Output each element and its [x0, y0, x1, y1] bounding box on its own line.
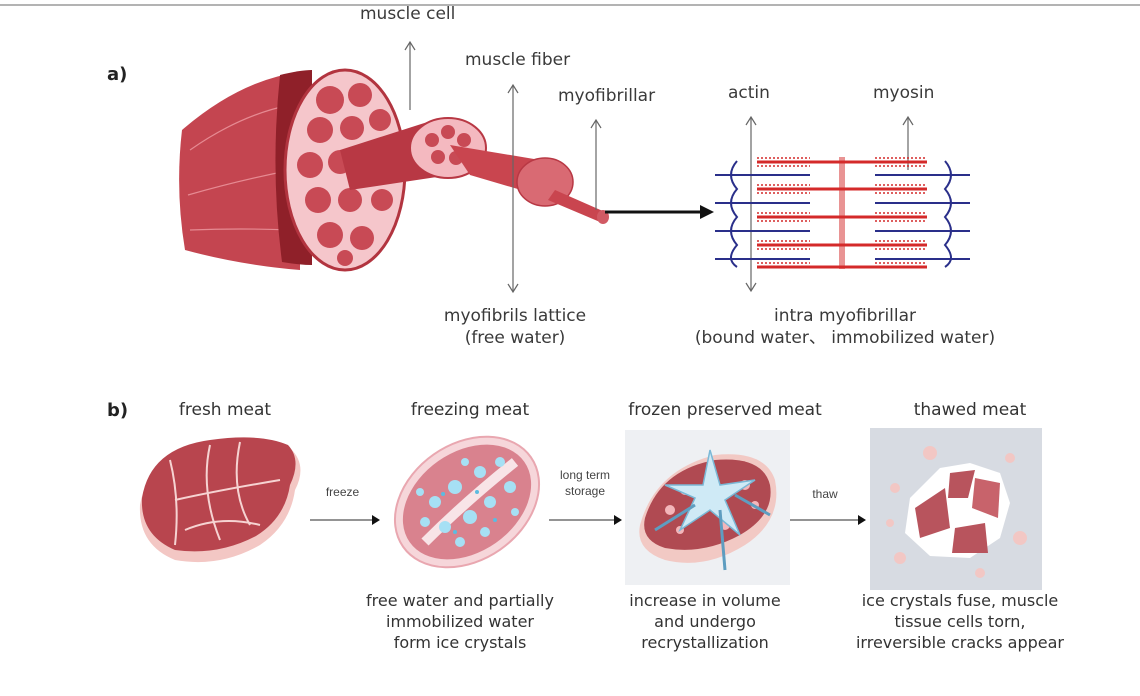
- label-myofibrils-lattice-line1: myofibrils lattice: [443, 306, 587, 326]
- thaw-arrowhead: [858, 515, 866, 525]
- thawed-meat-illustration: [870, 428, 1042, 590]
- caption-thawed-line2: tissue cells torn,: [894, 612, 1026, 631]
- storage-arrowhead: [614, 515, 622, 525]
- label-intra-myofibrillar-line1: intra myofibrillar: [773, 306, 917, 326]
- label-myosin: myosin: [873, 83, 935, 103]
- caption-frozen-line1: increase in volume: [629, 591, 781, 610]
- freezing-meat-illustration: [393, 435, 541, 569]
- caption-thawed-line1: ice crystals fuse, muscle: [861, 591, 1059, 610]
- storage-label-line2: storage: [564, 484, 606, 498]
- caption-frozen-line3: recrystallization: [641, 633, 769, 652]
- sarcomere-diagram: [715, 157, 970, 269]
- stage-title-frozen-preserved-meat: frozen preserved meat: [628, 400, 822, 420]
- panel-b-label: b): [107, 400, 129, 421]
- muscle-illustration: [179, 40, 914, 294]
- stage-title-fresh-meat: fresh meat: [178, 400, 272, 420]
- caption-frozen-line2: and undergo: [654, 612, 756, 631]
- muscle-sheath: [179, 72, 300, 270]
- caption-freezing-line1: free water and partially: [366, 591, 554, 610]
- label-actin: actin: [728, 83, 770, 103]
- transition-label-freeze: freeze: [305, 484, 380, 500]
- stage-title-thawed-meat: thawed meat: [913, 400, 1027, 420]
- caption-freezing-line2: immobilized water: [386, 612, 534, 631]
- label-muscle-fiber: muscle fiber: [465, 50, 571, 70]
- caption-freezing-line3: form ice crystals: [393, 633, 527, 652]
- caption-frozen-preserved-meat: increase in volume and undergo recrystal…: [600, 590, 810, 653]
- label-intra-myofibrillar-line2: (bound water、 immobilized water): [694, 328, 996, 348]
- label-myofibrils-lattice-line2: (free water): [464, 328, 566, 348]
- label-myofibrils-lattice: myofibrils lattice (free water): [430, 305, 600, 349]
- panel-a-label: a): [107, 64, 128, 85]
- transition-label-long-term-storage: long term storage: [545, 467, 625, 499]
- fresh-meat-illustration: [139, 437, 301, 563]
- caption-thawed-meat: ice crystals fuse, muscle tissue cells t…: [835, 590, 1085, 653]
- stage-title-freezing-meat: freezing meat: [410, 400, 530, 420]
- label-intra-myofibrillar: intra myofibrillar (bound water、 immobil…: [665, 305, 1025, 349]
- thaw-label-line1: thaw: [812, 487, 838, 501]
- freeze-arrowhead: [372, 515, 380, 525]
- label-muscle-cell: muscle cell: [360, 4, 456, 24]
- frozen-preserved-meat-illustration: [625, 430, 790, 585]
- myofibril-shape: [548, 190, 605, 222]
- transition-label-thaw: thaw: [795, 486, 855, 502]
- label-myofibrillar: myofibrillar: [558, 86, 656, 106]
- caption-freezing-meat: free water and partially immobilized wat…: [330, 590, 590, 653]
- storage-label-line1: long term: [559, 468, 611, 482]
- caption-thawed-line3: irreversible cracks appear: [855, 633, 1065, 652]
- freeze-label-line1: freeze: [325, 485, 360, 499]
- top-border-line: [0, 4, 1140, 6]
